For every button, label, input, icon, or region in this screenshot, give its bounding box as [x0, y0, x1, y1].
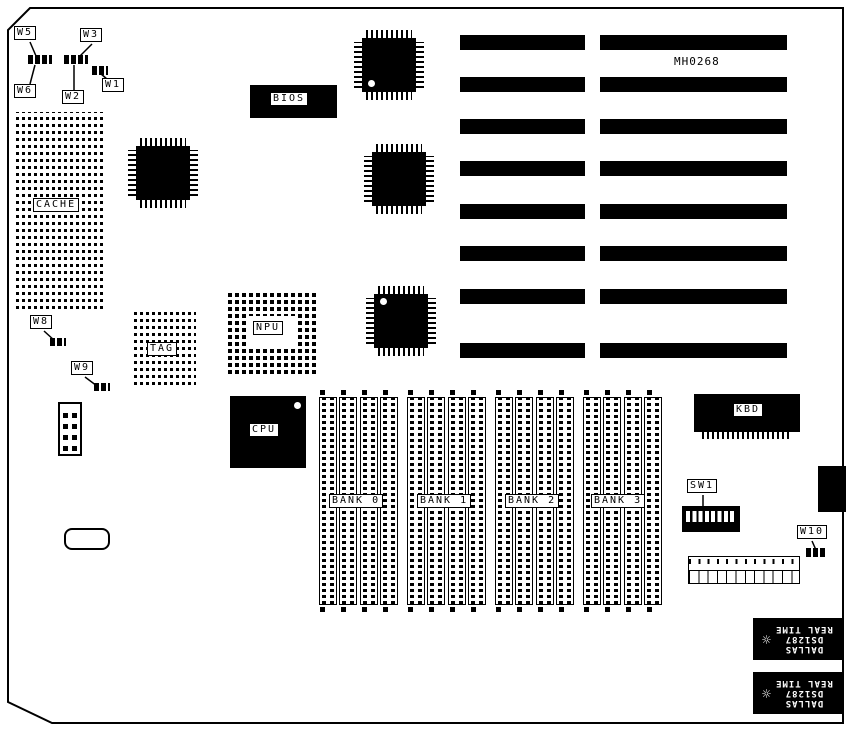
chip-pins [140, 200, 186, 208]
dallas-sun-logo-icon: ☼ [762, 630, 772, 649]
pin1-marker [380, 298, 387, 305]
jumper-block-w3 [64, 55, 88, 64]
isa-slot-bar [460, 343, 585, 358]
isa-slot-bar [600, 35, 787, 50]
label-kbd: KBD [733, 403, 764, 417]
isa-slot-bar [460, 161, 585, 176]
rtc-chip-print: DALLAS DS1287 REAL TIME ☼ [762, 678, 833, 708]
label-npu: NPU [253, 321, 284, 335]
rtc-type: REAL TIME [775, 624, 833, 634]
chip-pins [128, 150, 136, 196]
jumper-block-w8 [50, 338, 66, 346]
qfp-chip-1 [136, 146, 190, 200]
chip-pins [702, 432, 792, 439]
chip-pins [416, 42, 424, 88]
rtc-chip-print: DALLAS DS1287 REAL TIME ☼ [762, 624, 833, 654]
isa-slot-bar [600, 119, 787, 134]
chip-pins [366, 298, 374, 344]
chip-pins [140, 138, 186, 146]
rtc-chip-1: DALLAS DS1287 REAL TIME ☼ [753, 618, 842, 660]
simm-socket [556, 397, 574, 605]
label-cpu: CPU [249, 423, 280, 437]
dip-switch-toggles [686, 511, 736, 522]
label-w9: W9 [71, 361, 94, 375]
keyboard-din-connector [818, 466, 846, 512]
label-w10: W10 [797, 525, 828, 539]
chip-pins [376, 206, 422, 214]
label-bank-2: BANK 2 [505, 494, 560, 508]
chip-pins [364, 156, 372, 202]
rtc-model: DS1287 [784, 688, 824, 698]
jumper-block-w5 [28, 55, 52, 64]
qfp-chip-3 [372, 152, 426, 206]
board-part-number: MH0268 [674, 55, 720, 68]
label-bank-1: BANK 1 [417, 494, 472, 508]
simm-socket [407, 397, 425, 605]
isa-slot-bar [600, 204, 787, 219]
label-cache: CACHE [33, 198, 80, 212]
isa-slot-bar [460, 289, 585, 304]
chip-pins [378, 348, 424, 356]
rtc-brand: DALLAS [784, 644, 824, 654]
chip-pins [378, 286, 424, 294]
isa-slot-bar [600, 161, 787, 176]
isa-slot-bar [460, 119, 585, 134]
pin1-marker [294, 402, 301, 409]
chip-pins [366, 92, 412, 100]
label-w2: W2 [62, 90, 85, 104]
jumper-block-w10 [806, 548, 826, 557]
label-w3: W3 [80, 28, 103, 42]
chip-pins [376, 144, 422, 152]
label-w1: W1 [102, 78, 125, 92]
label-w6: W6 [14, 84, 37, 98]
label-tag: TAG [147, 342, 178, 356]
isa-slot-bar [600, 343, 787, 358]
jumper-block-w9 [94, 383, 110, 391]
chip-pins [428, 298, 436, 344]
dallas-sun-logo-icon: ☼ [762, 684, 772, 703]
isa-slot-bar [460, 77, 585, 92]
simm-socket [644, 397, 662, 605]
rtc-type: REAL TIME [775, 678, 833, 688]
label-bank-3: BANK 3 [591, 494, 646, 508]
isa-slot-bar [600, 289, 787, 304]
chip-pins [354, 42, 362, 88]
label-bank-0: BANK 0 [329, 494, 384, 508]
pin1-marker [368, 80, 375, 87]
pin-header-strip [688, 556, 800, 584]
pin-header-connector [58, 402, 82, 456]
isa-slot-bar [600, 246, 787, 261]
rtc-chip-2: DALLAS DS1287 REAL TIME ☼ [753, 672, 842, 714]
label-w8: W8 [30, 315, 53, 329]
isa-slot-bar [600, 77, 787, 92]
chip-pins [190, 150, 198, 196]
rtc-brand: DALLAS [784, 698, 824, 708]
jumper-block-w1 [92, 66, 108, 75]
chip-pins [426, 156, 434, 202]
isa-slot-bar [460, 246, 585, 261]
chip-pins [366, 30, 412, 38]
crystal-oscillator [64, 528, 110, 550]
isa-slot-bar [460, 204, 585, 219]
isa-slot-bar [460, 35, 585, 50]
rtc-model: DS1287 [784, 634, 824, 644]
label-w5: W5 [14, 26, 37, 40]
label-bios: BIOS [270, 92, 309, 106]
label-sw1: SW1 [687, 479, 718, 493]
